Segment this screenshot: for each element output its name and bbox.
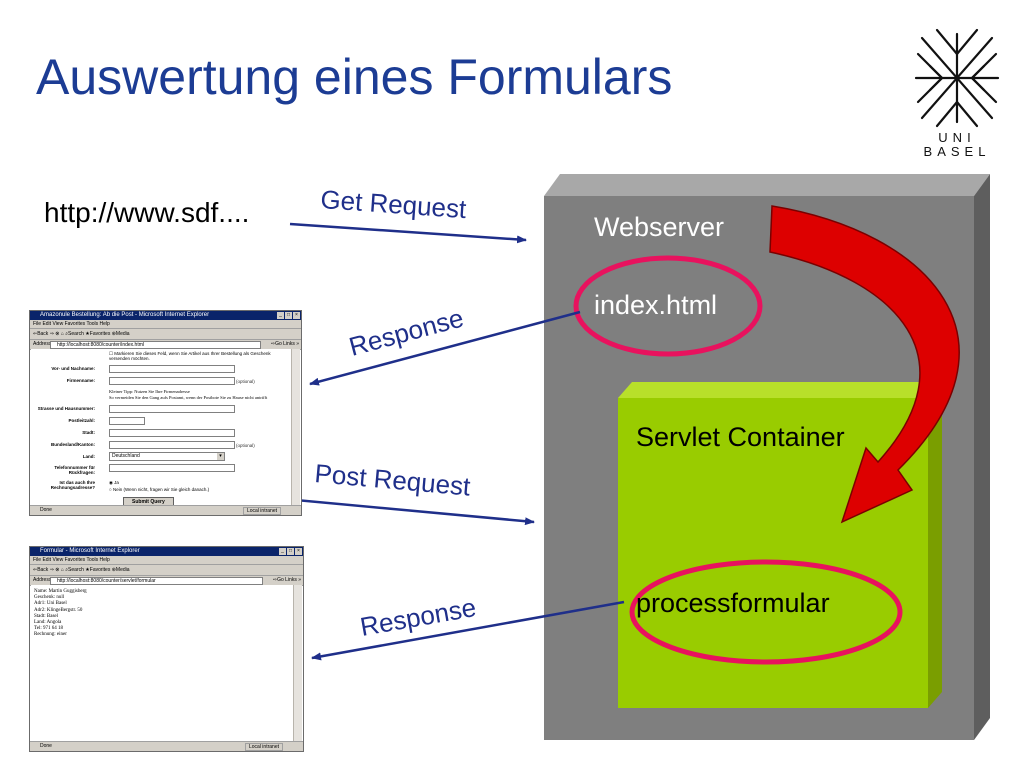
street-input[interactable] [109,405,235,413]
red-flow-arrow [769,205,960,524]
address-label: Address [33,341,52,347]
browser-title-bar: Formular - Microsoft Internet Explorer _… [30,547,303,556]
zone-indicator: Local intranet [242,507,281,515]
servlet-container-label: Servlet Container [636,422,845,452]
result-line: Adr2: KlingeBergstr. 50 [34,607,83,613]
label-city: Stadt: [82,430,95,435]
get-request-label: Get Request [320,184,468,224]
response-label-2: Response [358,592,479,642]
browser-status-bar: Done Local intranet [30,505,301,515]
browser-title: Amazonule Bestellung: Ab die Post - Micr… [40,312,210,318]
response-arrow-1 [309,310,581,386]
logo-text-uni: UNI [938,130,976,145]
result-line: Tel: 971 64 18 [34,626,63,632]
optional-note-state: (optional) [236,443,255,448]
tip-line-1: Kleiner Tipp: Nutzen Sie Ihre Firmenadre… [109,389,190,394]
browser-content: ☐ Markieren Sie dieses Feld, wenn Sie Ar… [31,349,291,505]
result-line: Stadt: Basel [34,613,59,619]
browser-window-order-form: Amazonule Bestellung: Ab die Post - Micr… [29,310,302,516]
url-text: http://www.sdf.... [44,197,249,228]
label-street: Strasse und Hausnummer: [37,406,95,411]
address-label: Address [33,577,52,583]
browser-status-bar: Done Local intranet [30,741,303,751]
maximize-button[interactable]: □ [287,548,294,555]
plz-input[interactable] [109,417,145,425]
browser-menu-bar[interactable]: File Edit View Favorites Tools Help [30,320,301,329]
label-billing: Ist das auch Ihre Rechnungsadresse? [50,480,95,490]
basel-star-icon [914,28,1000,128]
result-line: Geschenk: null [34,595,65,601]
result-line: Name: Martin Guggisberg [34,589,87,594]
name-input[interactable] [109,365,235,373]
browser-title: Formular - Microsoft Internet Explorer [40,548,140,554]
firm-input[interactable] [109,377,235,385]
address-input[interactable]: http://localhost:8080/counter/index.html [50,341,261,349]
label-name: Vor- und Nachname: [51,366,95,371]
minimize-button[interactable]: _ [279,548,286,555]
servlet-container-box [618,382,942,708]
optional-note: (optional) [236,379,255,384]
phone-input[interactable] [109,464,235,472]
billing-yes-radio[interactable]: ◉ Ja [109,480,119,485]
browser-menu-bar[interactable]: File Edit View Favorites Tools Help [30,556,303,565]
address-input[interactable]: http://localhost:8080/counter/servlet/fo… [50,577,263,585]
close-button[interactable]: × [293,312,300,319]
status-text: Done [40,743,52,749]
go-button[interactable]: ⇨Go Links » [272,577,301,583]
post-request-label: Post Request [313,458,472,502]
tip-line-2: So vermeiden Sie den Gang aufs Postamt, … [109,395,268,400]
result-line: Rechnung: einer [34,632,67,638]
webserver-label: Webserver [594,212,724,242]
uni-basel-logo: UNI BASEL [912,24,1002,164]
process-highlight-ellipse [629,559,903,665]
response-arrow-2 [311,600,625,661]
page-title: Auswertung eines Formulars [36,49,673,105]
close-button[interactable]: × [295,548,302,555]
response-label-1: Response [346,303,467,362]
result-line: Land: Angola [34,620,62,626]
status-text: Done [40,507,52,513]
gift-checkbox[interactable]: ☐ Markieren Sie dieses Feld, wenn Sie Ar… [109,351,271,361]
browser-toolbar[interactable]: ⇐Back ⇒ ⊗ ⌂ ⌕Search ★Favorites ⊛Media [30,329,301,340]
minimize-button[interactable]: _ [277,312,284,319]
state-input[interactable] [109,441,235,449]
submit-query-button[interactable]: Submit Query [123,497,174,505]
result-line: Adr1: Uni Basel [34,601,67,607]
browser-window-result: Formular - Microsoft Internet Explorer _… [29,546,304,752]
vertical-scrollbar[interactable] [293,585,302,741]
index-file-label: index.html [594,290,717,320]
country-select[interactable]: Deutschland [109,452,225,461]
go-button[interactable]: ⇨Go Links » [270,341,299,347]
browser-toolbar[interactable]: ⇐Back ⇒ ⊗ ⌂ ⌕Search ★Favorites ⊛Media [30,565,303,576]
label-phone: Telefonnummer für Rückfragen: [54,465,95,475]
maximize-button[interactable]: □ [285,312,292,319]
city-input[interactable] [109,429,235,437]
browser-title-bar: Amazonule Bestellung: Ab die Post - Micr… [30,311,301,320]
zone-indicator: Local intranet [244,743,283,751]
vertical-scrollbar[interactable] [291,349,300,505]
logo-text-basel: BASEL [923,144,991,159]
get-request-arrow [289,222,527,244]
index-highlight-ellipse [573,255,763,357]
process-file-label: processformular [636,588,830,618]
label-firm: Firmenname: [66,378,95,383]
servlet-container-front [618,398,928,708]
label-state: Bundesland/Kanton: [51,442,95,447]
billing-no-radio[interactable]: ○ Nein (Wenn nicht, fragen wir Sie gleic… [109,487,210,492]
label-plz: Postleitzahl: [68,418,95,423]
label-country: Land: [82,454,95,459]
